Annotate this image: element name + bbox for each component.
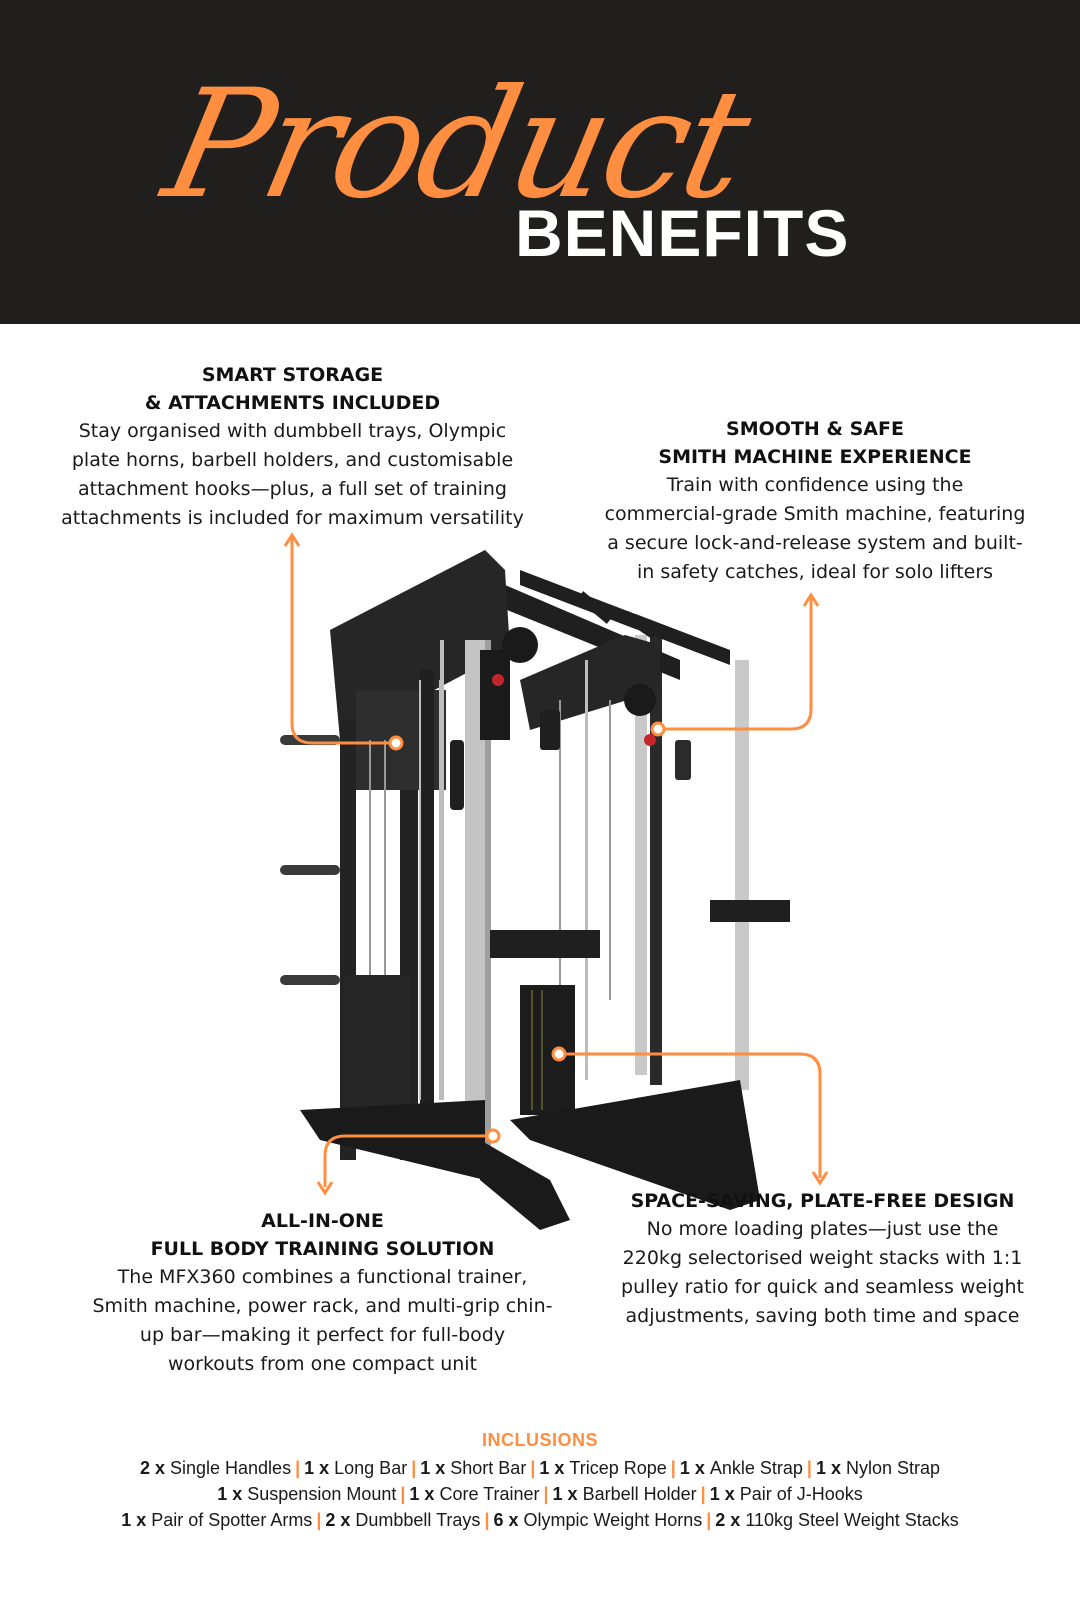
inclusion-item: Olympic Weight Horns — [523, 1510, 703, 1530]
inclusion-separator: | — [316, 1510, 322, 1530]
benefit-space-saving: SPACE-SAVING, PLATE-FREE DESIGN No more … — [600, 1187, 1045, 1331]
benefit-title-line1: SPACE-SAVING, PLATE-FREE DESIGN — [630, 1190, 1015, 1212]
inclusion-qty: 6 x — [493, 1510, 524, 1530]
inclusion-separator: | — [543, 1484, 549, 1504]
inclusion-separator: | — [295, 1458, 301, 1478]
inclusion-item: Core Trainer — [439, 1484, 540, 1504]
benefit-smooth-safe-smith: SMOOTH & SAFE SMITH MACHINE EXPERIENCE T… — [575, 415, 1055, 587]
benefit-body: No more loading plates—just use the 220k… — [621, 1218, 1024, 1327]
inclusion-separator: | — [400, 1484, 406, 1504]
benefit-title-line2: & ATTACHMENTS INCLUDED — [144, 392, 441, 414]
benefit-body: The MFX360 combines a functional trainer… — [92, 1266, 553, 1375]
inclusion-item: Barbell Holder — [582, 1484, 697, 1504]
inclusion-item: Short Bar — [450, 1458, 527, 1478]
inclusion-separator: | — [484, 1510, 490, 1530]
inclusions-section: INCLUSIONS 2 x Single Handles|1 x Long B… — [0, 1430, 1080, 1533]
inclusion-separator: | — [806, 1458, 812, 1478]
benefit-title-line1: SMOOTH & SAFE — [726, 418, 904, 440]
inclusion-item: Single Handles — [169, 1458, 292, 1478]
inclusion-item: Long Bar — [334, 1458, 408, 1478]
inclusions-row: 1 x Suspension Mount|1 x Core Trainer|1 … — [0, 1481, 1080, 1507]
inclusion-separator: | — [706, 1510, 712, 1530]
benefit-body: Train with confidence using the commerci… — [604, 474, 1026, 583]
inclusion-qty: 1 x — [815, 1458, 846, 1478]
inclusion-item: Pair of Spotter Arms — [151, 1510, 313, 1530]
inclusion-item: Nylon Strap — [846, 1458, 941, 1478]
inclusion-item: Pair of J-Hooks — [739, 1484, 863, 1504]
inclusion-separator: | — [530, 1458, 536, 1478]
inclusion-qty: 1 x — [420, 1458, 451, 1478]
inclusion-item: 110kg Steel Weight Stacks — [745, 1510, 959, 1530]
inclusion-qty: 1 x — [304, 1458, 335, 1478]
inclusion-qty: 1 x — [552, 1484, 583, 1504]
inclusion-item: Suspension Mount — [247, 1484, 397, 1504]
benefit-smart-storage: SMART STORAGE & ATTACHMENTS INCLUDED Sta… — [35, 361, 550, 533]
benefit-title-line2: SMITH MACHINE EXPERIENCE — [658, 446, 972, 468]
benefit-title-line1: ALL-IN-ONE — [261, 1210, 384, 1232]
inclusion-qty: 2 x — [715, 1510, 746, 1530]
inclusion-item: Dumbbell Trays — [355, 1510, 481, 1530]
inclusions-row: 1 x Pair of Spotter Arms|2 x Dumbbell Tr… — [0, 1507, 1080, 1533]
inclusion-separator: | — [411, 1458, 417, 1478]
inclusion-qty: 1 x — [539, 1458, 570, 1478]
inclusion-separator: | — [700, 1484, 706, 1504]
benefit-title-line2: FULL BODY TRAINING SOLUTION — [150, 1238, 495, 1260]
benefit-body: Stay organised with dumbbell trays, Olym… — [61, 420, 524, 529]
inclusion-qty: 1 x — [679, 1458, 710, 1478]
header-banner: Product BENEFITS — [0, 0, 1080, 324]
inclusions-heading: INCLUSIONS — [481, 1430, 598, 1450]
inclusion-qty: 1 x — [709, 1484, 740, 1504]
benefit-title-line1: SMART STORAGE — [201, 364, 384, 386]
inclusion-qty: 2 x — [325, 1510, 356, 1530]
product-image-machine — [280, 550, 790, 1230]
inclusion-qty: 2 x — [139, 1458, 170, 1478]
inclusion-item: Ankle Strap — [709, 1458, 803, 1478]
inclusion-item: Tricep Rope — [569, 1458, 667, 1478]
inclusion-qty: 1 x — [409, 1484, 440, 1504]
benefit-all-in-one: ALL-IN-ONE FULL BODY TRAINING SOLUTION T… — [70, 1207, 575, 1379]
inclusion-separator: | — [670, 1458, 676, 1478]
inclusions-row: 2 x Single Handles|1 x Long Bar|1 x Shor… — [0, 1455, 1080, 1481]
inclusion-qty: 1 x — [121, 1510, 152, 1530]
title-benefits: BENEFITS — [515, 196, 850, 270]
inclusion-qty: 1 x — [217, 1484, 248, 1504]
